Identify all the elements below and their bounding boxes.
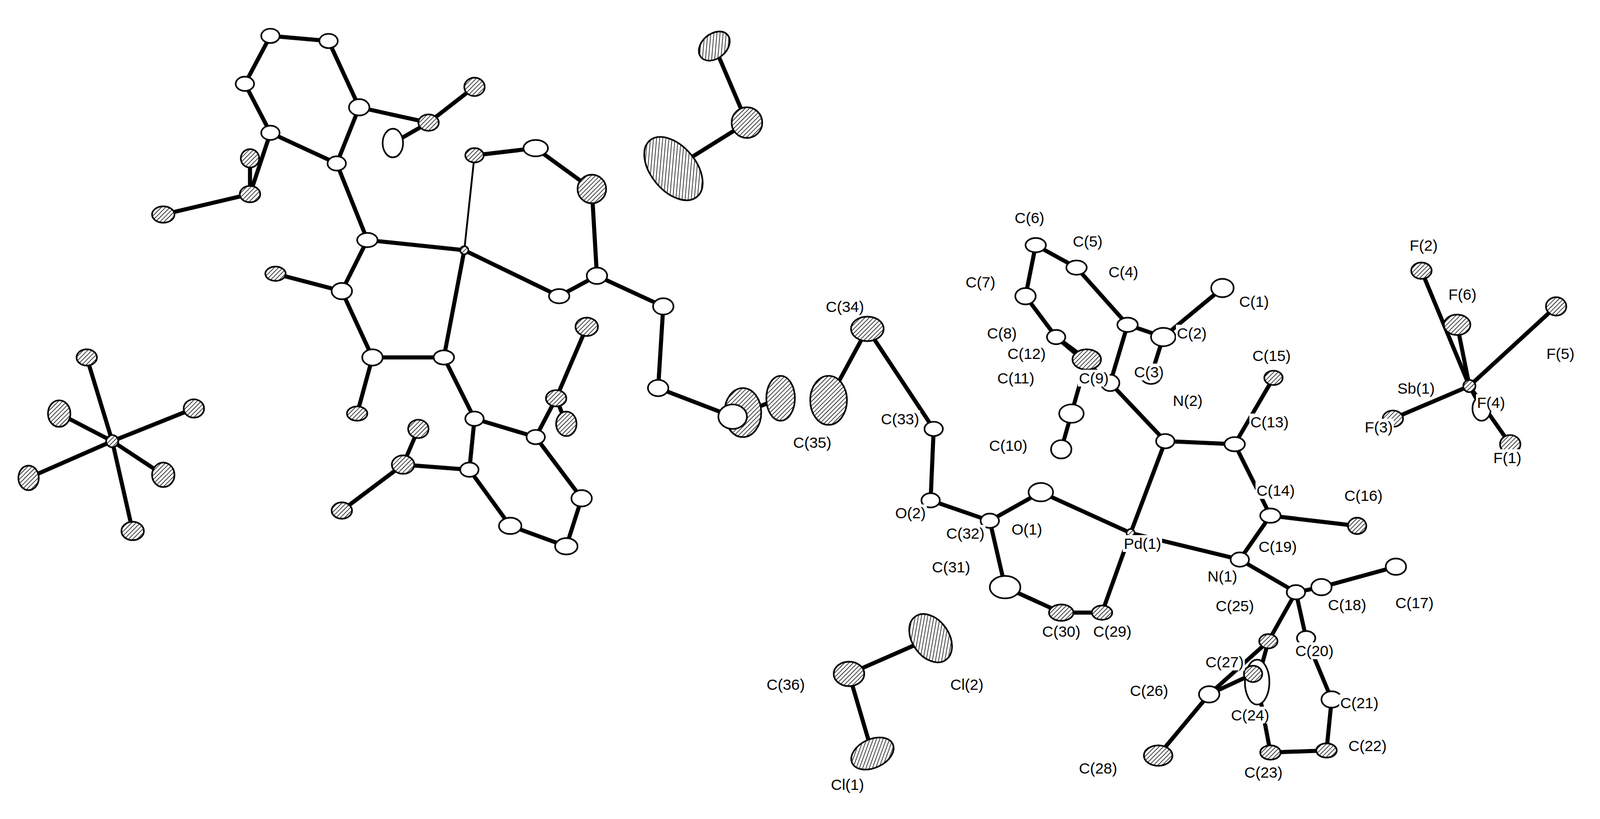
atom-label: C(16) <box>1343 486 1384 504</box>
atom-label: C(28) <box>1077 759 1119 777</box>
atom-label: C(26) <box>1128 681 1170 699</box>
atom-label: Sb(1) <box>1396 379 1436 397</box>
atom-label: C(1) <box>1238 292 1270 310</box>
atom-label: C(13) <box>1249 413 1290 431</box>
atom-label: C(12) <box>1006 345 1047 362</box>
atom-label: O(1) <box>1010 520 1044 538</box>
atom-label: F(1) <box>1492 449 1523 466</box>
atom-label: C(31) <box>930 558 972 576</box>
atom-label: C(36) <box>765 675 806 693</box>
atom-label: C(18) <box>1326 596 1368 613</box>
atom-label: C(2) <box>1175 324 1208 342</box>
atom-label: C(33) <box>879 410 921 428</box>
atom-label: F(6) <box>1447 285 1478 303</box>
atom-label: C(27) <box>1204 653 1245 671</box>
atom-label: C(8) <box>986 324 1018 342</box>
atom-label: C(21) <box>1339 694 1380 711</box>
atom-label: O(2) <box>894 504 927 522</box>
atom-label: C(34) <box>824 298 866 315</box>
atom-label: N(1) <box>1206 567 1239 585</box>
atom-label: C(23) <box>1243 763 1284 781</box>
atom-label: C(30) <box>1041 622 1082 640</box>
atom-label: C(9) <box>1077 369 1110 387</box>
atom-label: C(6) <box>1013 209 1046 227</box>
atom-label: C(24) <box>1229 706 1271 724</box>
atom-label: Cl(1) <box>829 775 866 793</box>
atom-label: C(35) <box>792 433 833 451</box>
atom-label: C(3) <box>1133 363 1165 381</box>
atom-label: Pd(1) <box>1122 534 1163 552</box>
atom-label: C(14) <box>1255 481 1296 499</box>
atom-label: C(32) <box>945 524 986 542</box>
atom-label: C(4) <box>1107 263 1140 281</box>
atom-label: C(7) <box>964 273 997 291</box>
atom-label: C(5) <box>1071 232 1104 250</box>
atom-label: C(19) <box>1257 537 1298 555</box>
atom-label: C(29) <box>1092 622 1133 640</box>
atom-label: F(4) <box>1475 394 1507 411</box>
atom-label: C(11) <box>996 369 1036 387</box>
atom-label: C(15) <box>1251 347 1292 364</box>
atom-label: F(2) <box>1408 236 1439 254</box>
atom-label: C(10) <box>988 436 1029 454</box>
atom-label: N(2) <box>1171 391 1204 409</box>
atom-label: F(3) <box>1363 418 1394 436</box>
atom-label: Cl(2) <box>949 675 985 693</box>
atom-label: C(17) <box>1394 594 1435 611</box>
atom-label: C(25) <box>1214 597 1255 614</box>
atom-label: C(22) <box>1347 736 1388 754</box>
atom-label: C(20) <box>1294 642 1335 659</box>
atom-label: F(5) <box>1545 345 1576 362</box>
